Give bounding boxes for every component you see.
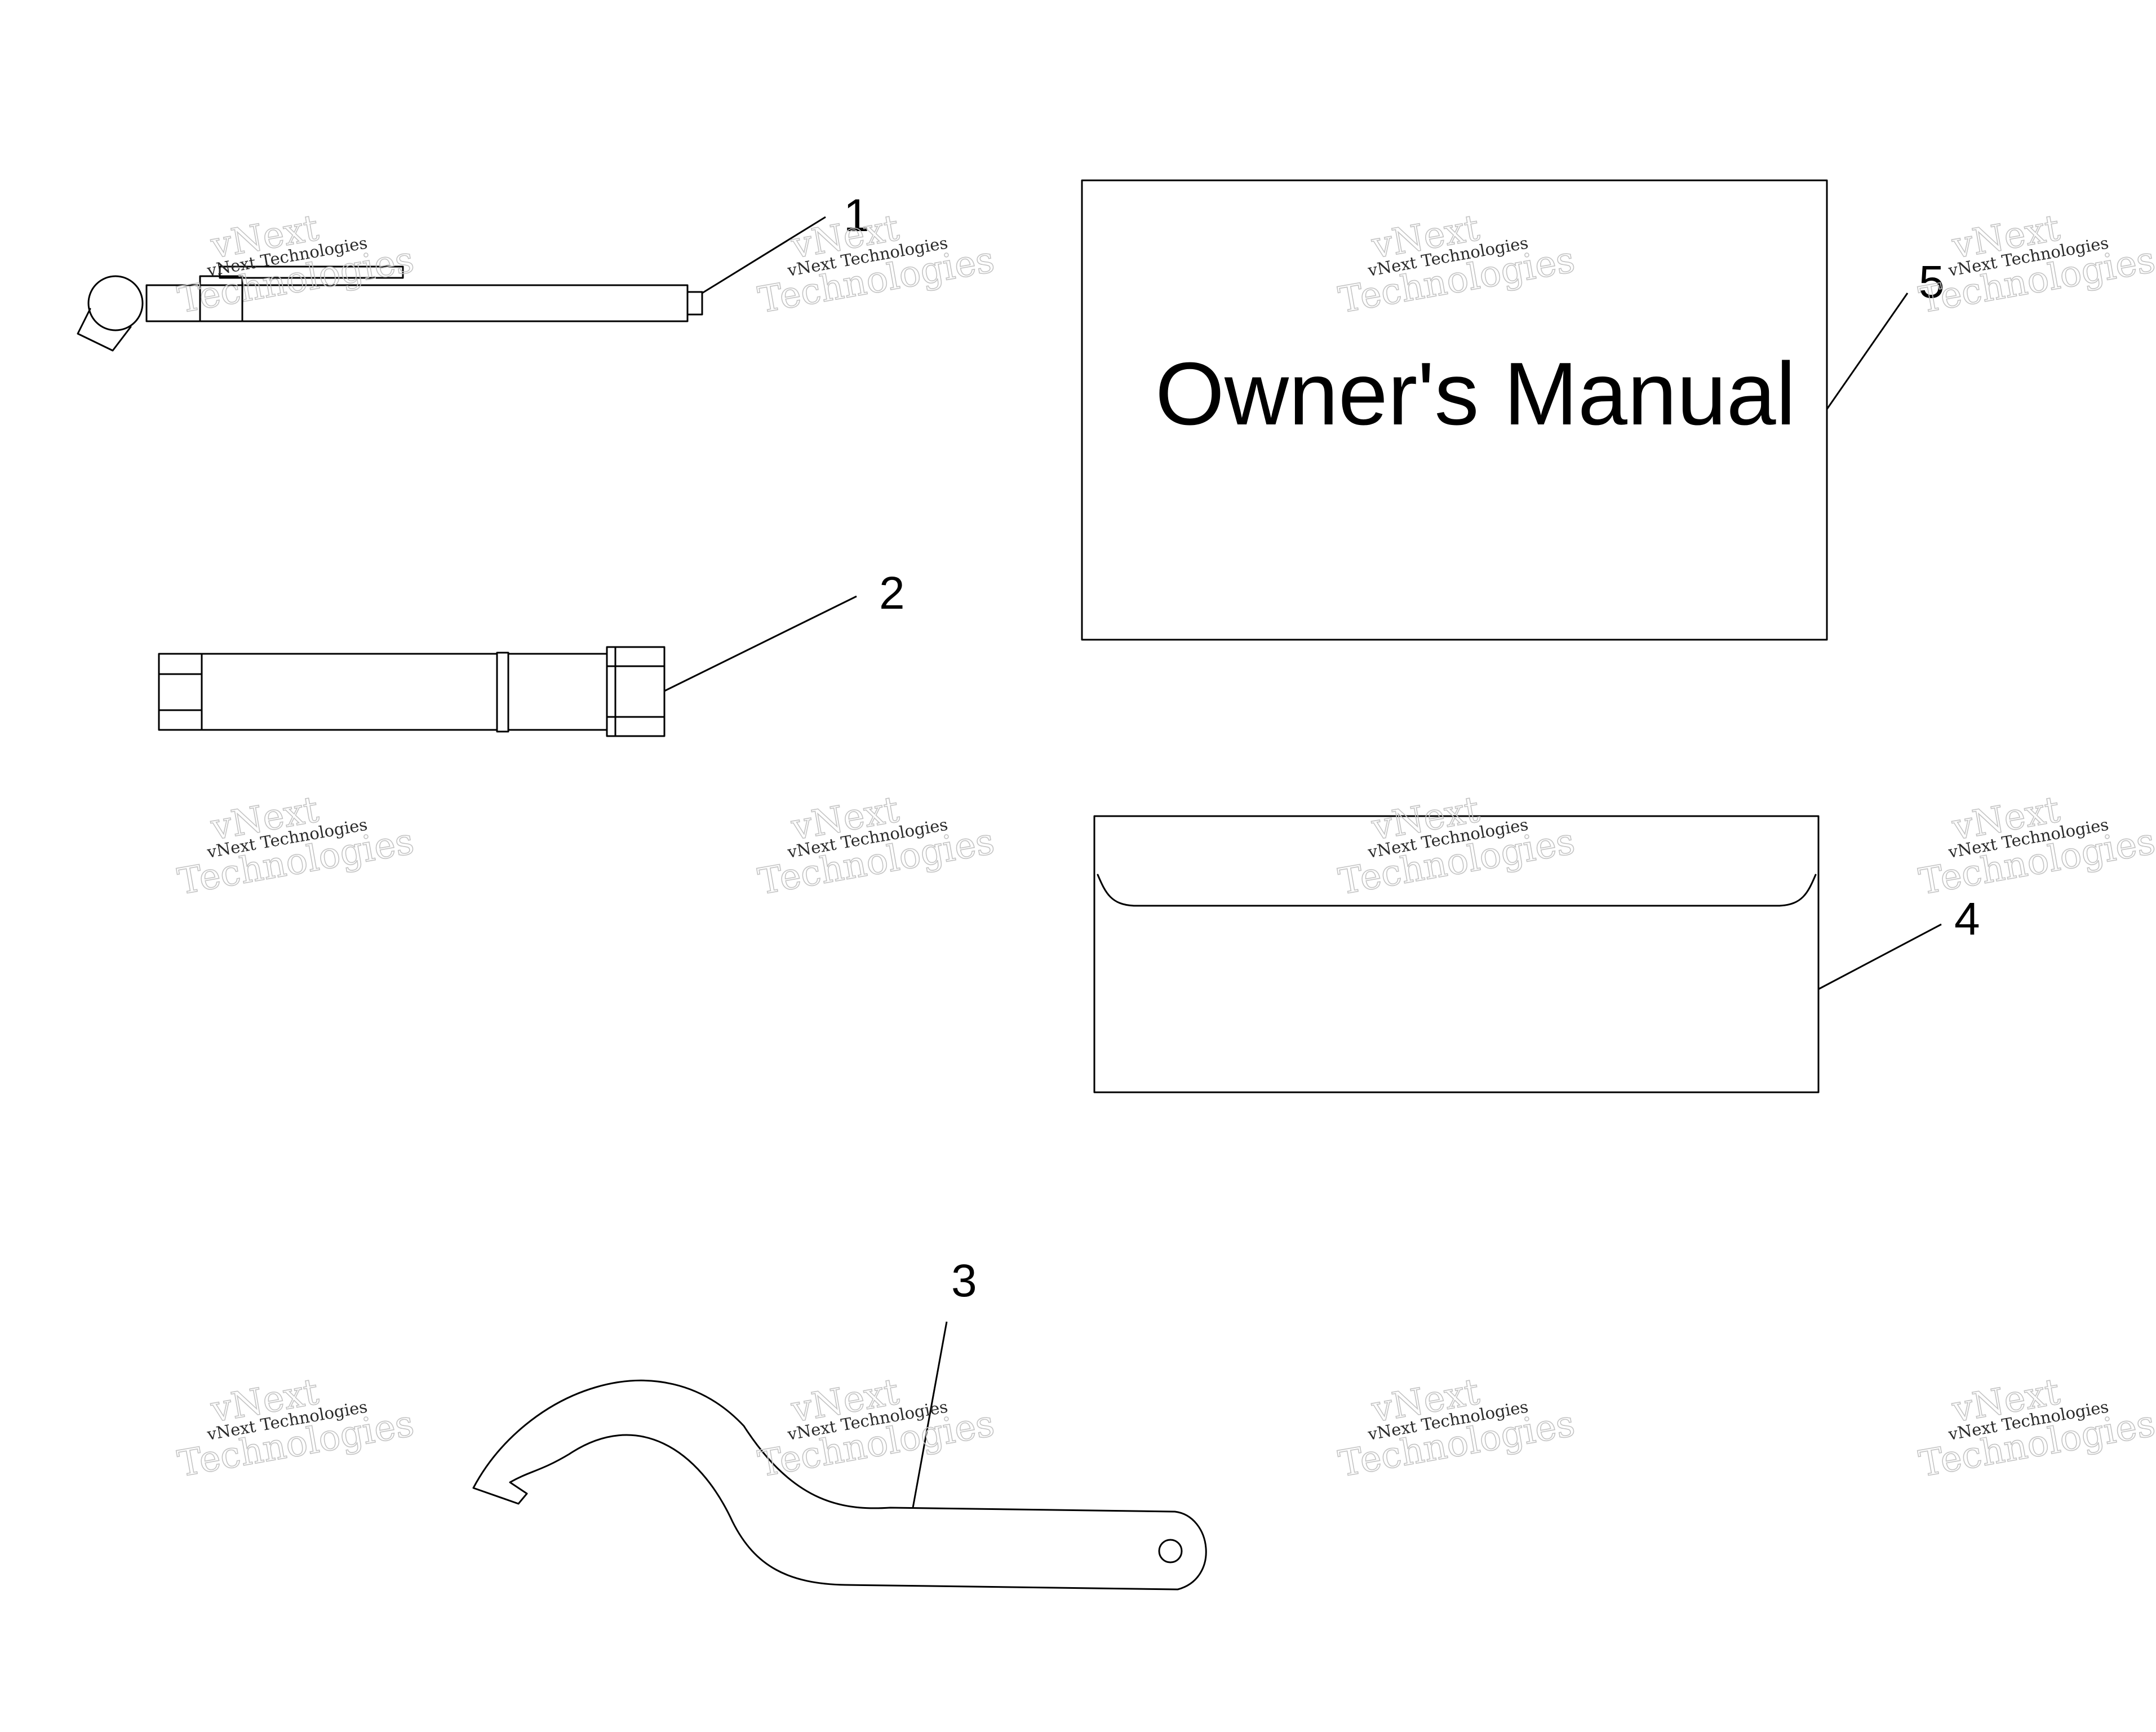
watermark: vNext Technologies vNext Technologies xyxy=(1335,789,1578,904)
watermark: vNext Technologies vNext Technologies xyxy=(755,1371,998,1486)
leader-line-1 xyxy=(702,216,826,294)
callout-5: 5 xyxy=(1919,256,1945,308)
callout-4: 4 xyxy=(1954,893,1980,945)
callout-3: 3 xyxy=(951,1255,977,1306)
watermark: vNext Technologies vNext Technologies xyxy=(174,207,418,322)
envelope-icon xyxy=(1093,815,1820,1093)
watermark: vNext Technologies vNext Technologies xyxy=(1915,789,2156,904)
watermark: vNext Technologies vNext Technologies xyxy=(1335,1371,1578,1486)
tire-pressure-gauge-icon xyxy=(77,265,703,352)
callout-2: 2 xyxy=(879,568,905,619)
owners-manual-book-icon: Owner's Manual xyxy=(1081,179,1828,641)
watermark: vNext Technologies vNext Technologies xyxy=(174,1371,418,1486)
watermark: vNext Technologies vNext Technologies xyxy=(1915,1371,2156,1486)
leader-line-5 xyxy=(1826,293,1909,410)
leader-line-4 xyxy=(1818,923,1942,990)
socket-extension-icon xyxy=(158,646,666,737)
watermark: vNext Technologies vNext Technologies xyxy=(755,789,998,904)
watermark: vNext Technologies vNext Technologies xyxy=(755,207,998,322)
watermark: vNext Technologies vNext Technologies xyxy=(1915,207,2156,322)
spanner-wrench-icon xyxy=(472,1379,1207,1591)
owners-manual-title: Owner's Manual xyxy=(1155,344,1796,444)
watermark: vNext Technologies vNext Technologies xyxy=(174,789,418,904)
callout-1: 1 xyxy=(844,190,870,241)
watermark: vNext Technologies vNext Technologies xyxy=(1335,207,1578,322)
leader-line-2 xyxy=(664,595,857,692)
leader-line-3 xyxy=(912,1321,948,1508)
